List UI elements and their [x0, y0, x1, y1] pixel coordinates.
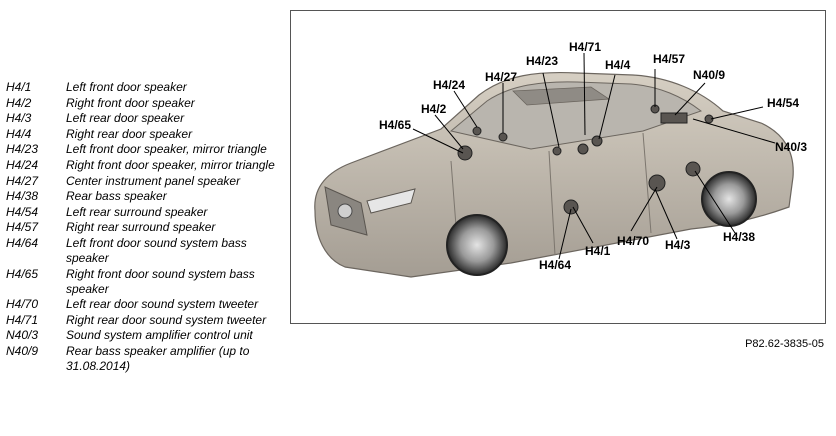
- legend-code: H4/2: [6, 95, 32, 110]
- legend-desc: Right rear door speaker: [66, 126, 193, 141]
- legend-row: H4/23 Left front door speaker, mirror tri…: [6, 142, 286, 157]
- legend-desc: Left front door sound system bass speake…: [66, 235, 247, 265]
- speaker-icon: [577, 143, 589, 155]
- legend-row: H4/57 Right rear surround speaker: [6, 220, 286, 235]
- legend-desc: Sound system amplifier control unit: [66, 328, 253, 343]
- callout-label: H4/71: [569, 40, 601, 54]
- legend-row: H4/70 Left rear door sound system tweeter: [6, 297, 286, 312]
- legend-desc: Right front door speaker, mirror triangl…: [66, 157, 275, 172]
- legend-code: H4/4: [6, 126, 32, 141]
- star-emblem: [337, 203, 353, 219]
- legend-code: H4/24: [6, 157, 39, 172]
- callout-label: N40/9: [693, 68, 725, 82]
- legend-code: H4/1: [6, 80, 32, 94]
- legend-row: H4/64 Left front door sound system bass s…: [6, 236, 286, 266]
- callout-label: H4/4: [605, 58, 631, 72]
- speaker-icon: [591, 135, 603, 147]
- legend-code: N40/9: [6, 343, 39, 358]
- legend-desc: Right rear surround speaker: [66, 220, 216, 235]
- legend-code: H4/3: [6, 111, 32, 126]
- callout-label: H4/54: [767, 96, 799, 110]
- headlight: [366, 188, 416, 214]
- legend-desc: Rear bass speaker amplifier (up to 31.08…: [66, 343, 250, 373]
- callout-label: H4/38: [723, 230, 755, 244]
- callout-label: H4/1: [585, 244, 611, 258]
- legend-code: H4/65: [6, 266, 39, 281]
- legend-row: H4/54 Left rear surround speaker: [6, 205, 286, 220]
- legend-row: N40/3 Sound system amplifier control unit: [6, 328, 286, 343]
- callout-label: H4/23: [526, 54, 558, 68]
- legend-row: H4/3 Left rear door speaker: [6, 111, 286, 126]
- callout-label: H4/24: [433, 78, 465, 92]
- legend-row: H4/4 Right rear door speaker: [6, 127, 286, 142]
- callout-label: H4/64: [539, 258, 571, 272]
- legend-code: N40/3: [6, 328, 39, 343]
- callout-label: H4/3: [665, 238, 691, 252]
- legend-row: N40/9 Rear bass speaker amplifier (up to …: [6, 344, 286, 374]
- car-windows: [449, 81, 703, 150]
- legend-row: H4/24 Right front door speaker, mirror tr…: [6, 158, 286, 173]
- legend-desc: Left rear door speaker: [66, 111, 185, 126]
- speaker-icon: [457, 145, 473, 161]
- front-wheel: [446, 214, 508, 276]
- legend-desc: Rear bass speaker: [66, 189, 167, 204]
- callout-label: H4/27: [485, 70, 517, 84]
- legend-code: H4/54: [6, 204, 39, 219]
- rear-wheel: [701, 171, 757, 227]
- legend-code: H4/71: [6, 312, 39, 327]
- legend-row: H4/65 Right front door sound system bass …: [6, 267, 286, 297]
- callout-label: H4/2: [421, 102, 447, 116]
- car-body: [314, 71, 794, 278]
- callout-label: N40/3: [775, 140, 807, 154]
- legend-code: H4/38: [6, 189, 39, 204]
- legend-desc: Right rear door sound system tweeter: [66, 312, 267, 327]
- legend-row: H4/2 Right front door speaker: [6, 96, 286, 111]
- speaker-icon: [498, 132, 508, 142]
- legend-desc: Left rear surround speaker: [66, 204, 208, 219]
- legend-desc: Right front door sound system bass speak…: [66, 266, 255, 296]
- speaker-icon: [472, 126, 482, 136]
- legend-row: H4/27 Center instrument panel speaker: [6, 174, 286, 189]
- legend-desc: Right front door speaker: [66, 95, 195, 110]
- legend-code: H4/57: [6, 220, 39, 235]
- callout-label: H4/57: [653, 52, 685, 66]
- callout-label: H4/65: [379, 118, 411, 132]
- legend-code: H4/27: [6, 173, 39, 188]
- legend-row: H4/1 Left front door speaker: [6, 80, 286, 95]
- leader-lines: [412, 52, 776, 260]
- figure-reference: P82.62-3835-05: [745, 338, 824, 350]
- speaker-icon: [648, 174, 666, 192]
- legend-desc: Left rear door sound system tweeter: [66, 297, 259, 312]
- legend-row: H4/38 Rear bass speaker: [6, 189, 286, 204]
- amplifier-icon: [660, 112, 688, 124]
- speaker-icon: [552, 146, 562, 156]
- car-diagram-frame: H4/71 H4/4 H4/23 H4/57 H4/27 N40/9 H4/24…: [290, 10, 826, 324]
- callout-label: H4/70: [617, 234, 649, 248]
- legend-desc: Left front door speaker, mirror triangle: [66, 142, 267, 157]
- legend-desc: Left front door speaker: [66, 80, 187, 94]
- car-diagram: H4/71 H4/4 H4/23 H4/57 H4/27 N40/9 H4/24…: [314, 40, 807, 278]
- legend-code: H4/64: [6, 235, 39, 250]
- legend-code: H4/23: [6, 142, 39, 157]
- legend-code: H4/70: [6, 297, 39, 312]
- legend-desc: Center instrument panel speaker: [66, 173, 241, 188]
- legend-row: H4/71 Right rear door sound system tweete…: [6, 313, 286, 328]
- speaker-icon: [685, 161, 701, 177]
